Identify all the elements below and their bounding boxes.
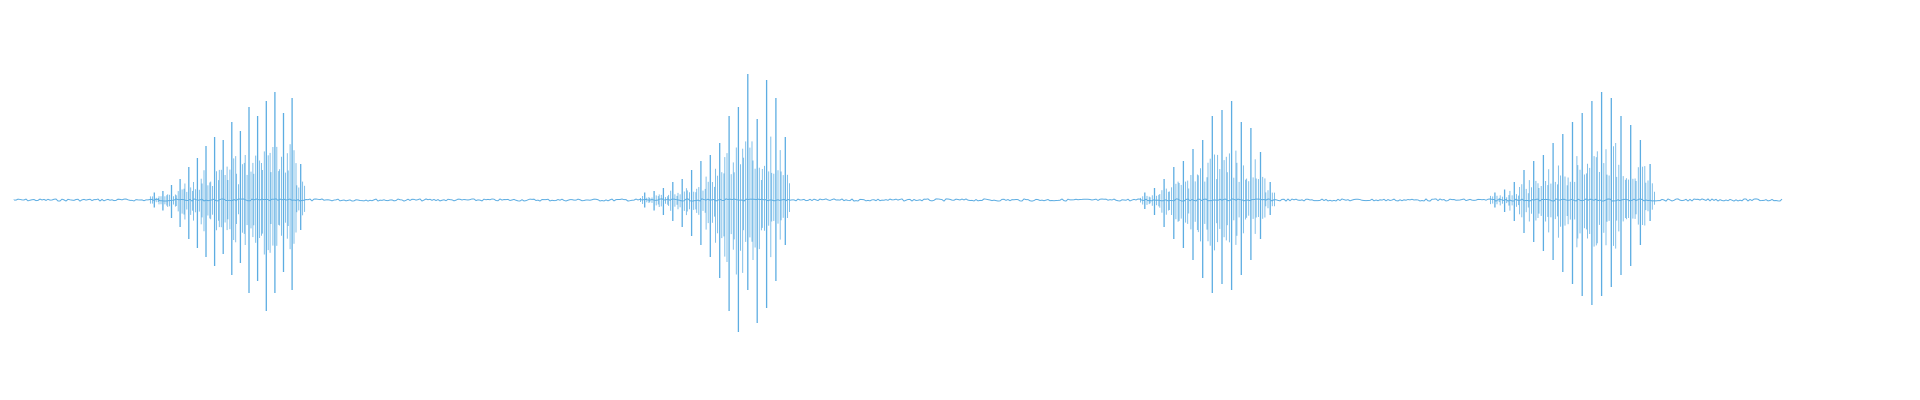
waveform-burst	[149, 92, 306, 311]
waveform-burst	[640, 74, 790, 332]
waveform-bursts	[149, 74, 1655, 332]
waveform-burst	[1140, 101, 1275, 293]
waveform-baseline	[13, 198, 1783, 202]
waveform-burst	[1490, 92, 1655, 305]
waveform-baseline-trace	[13, 198, 1783, 202]
